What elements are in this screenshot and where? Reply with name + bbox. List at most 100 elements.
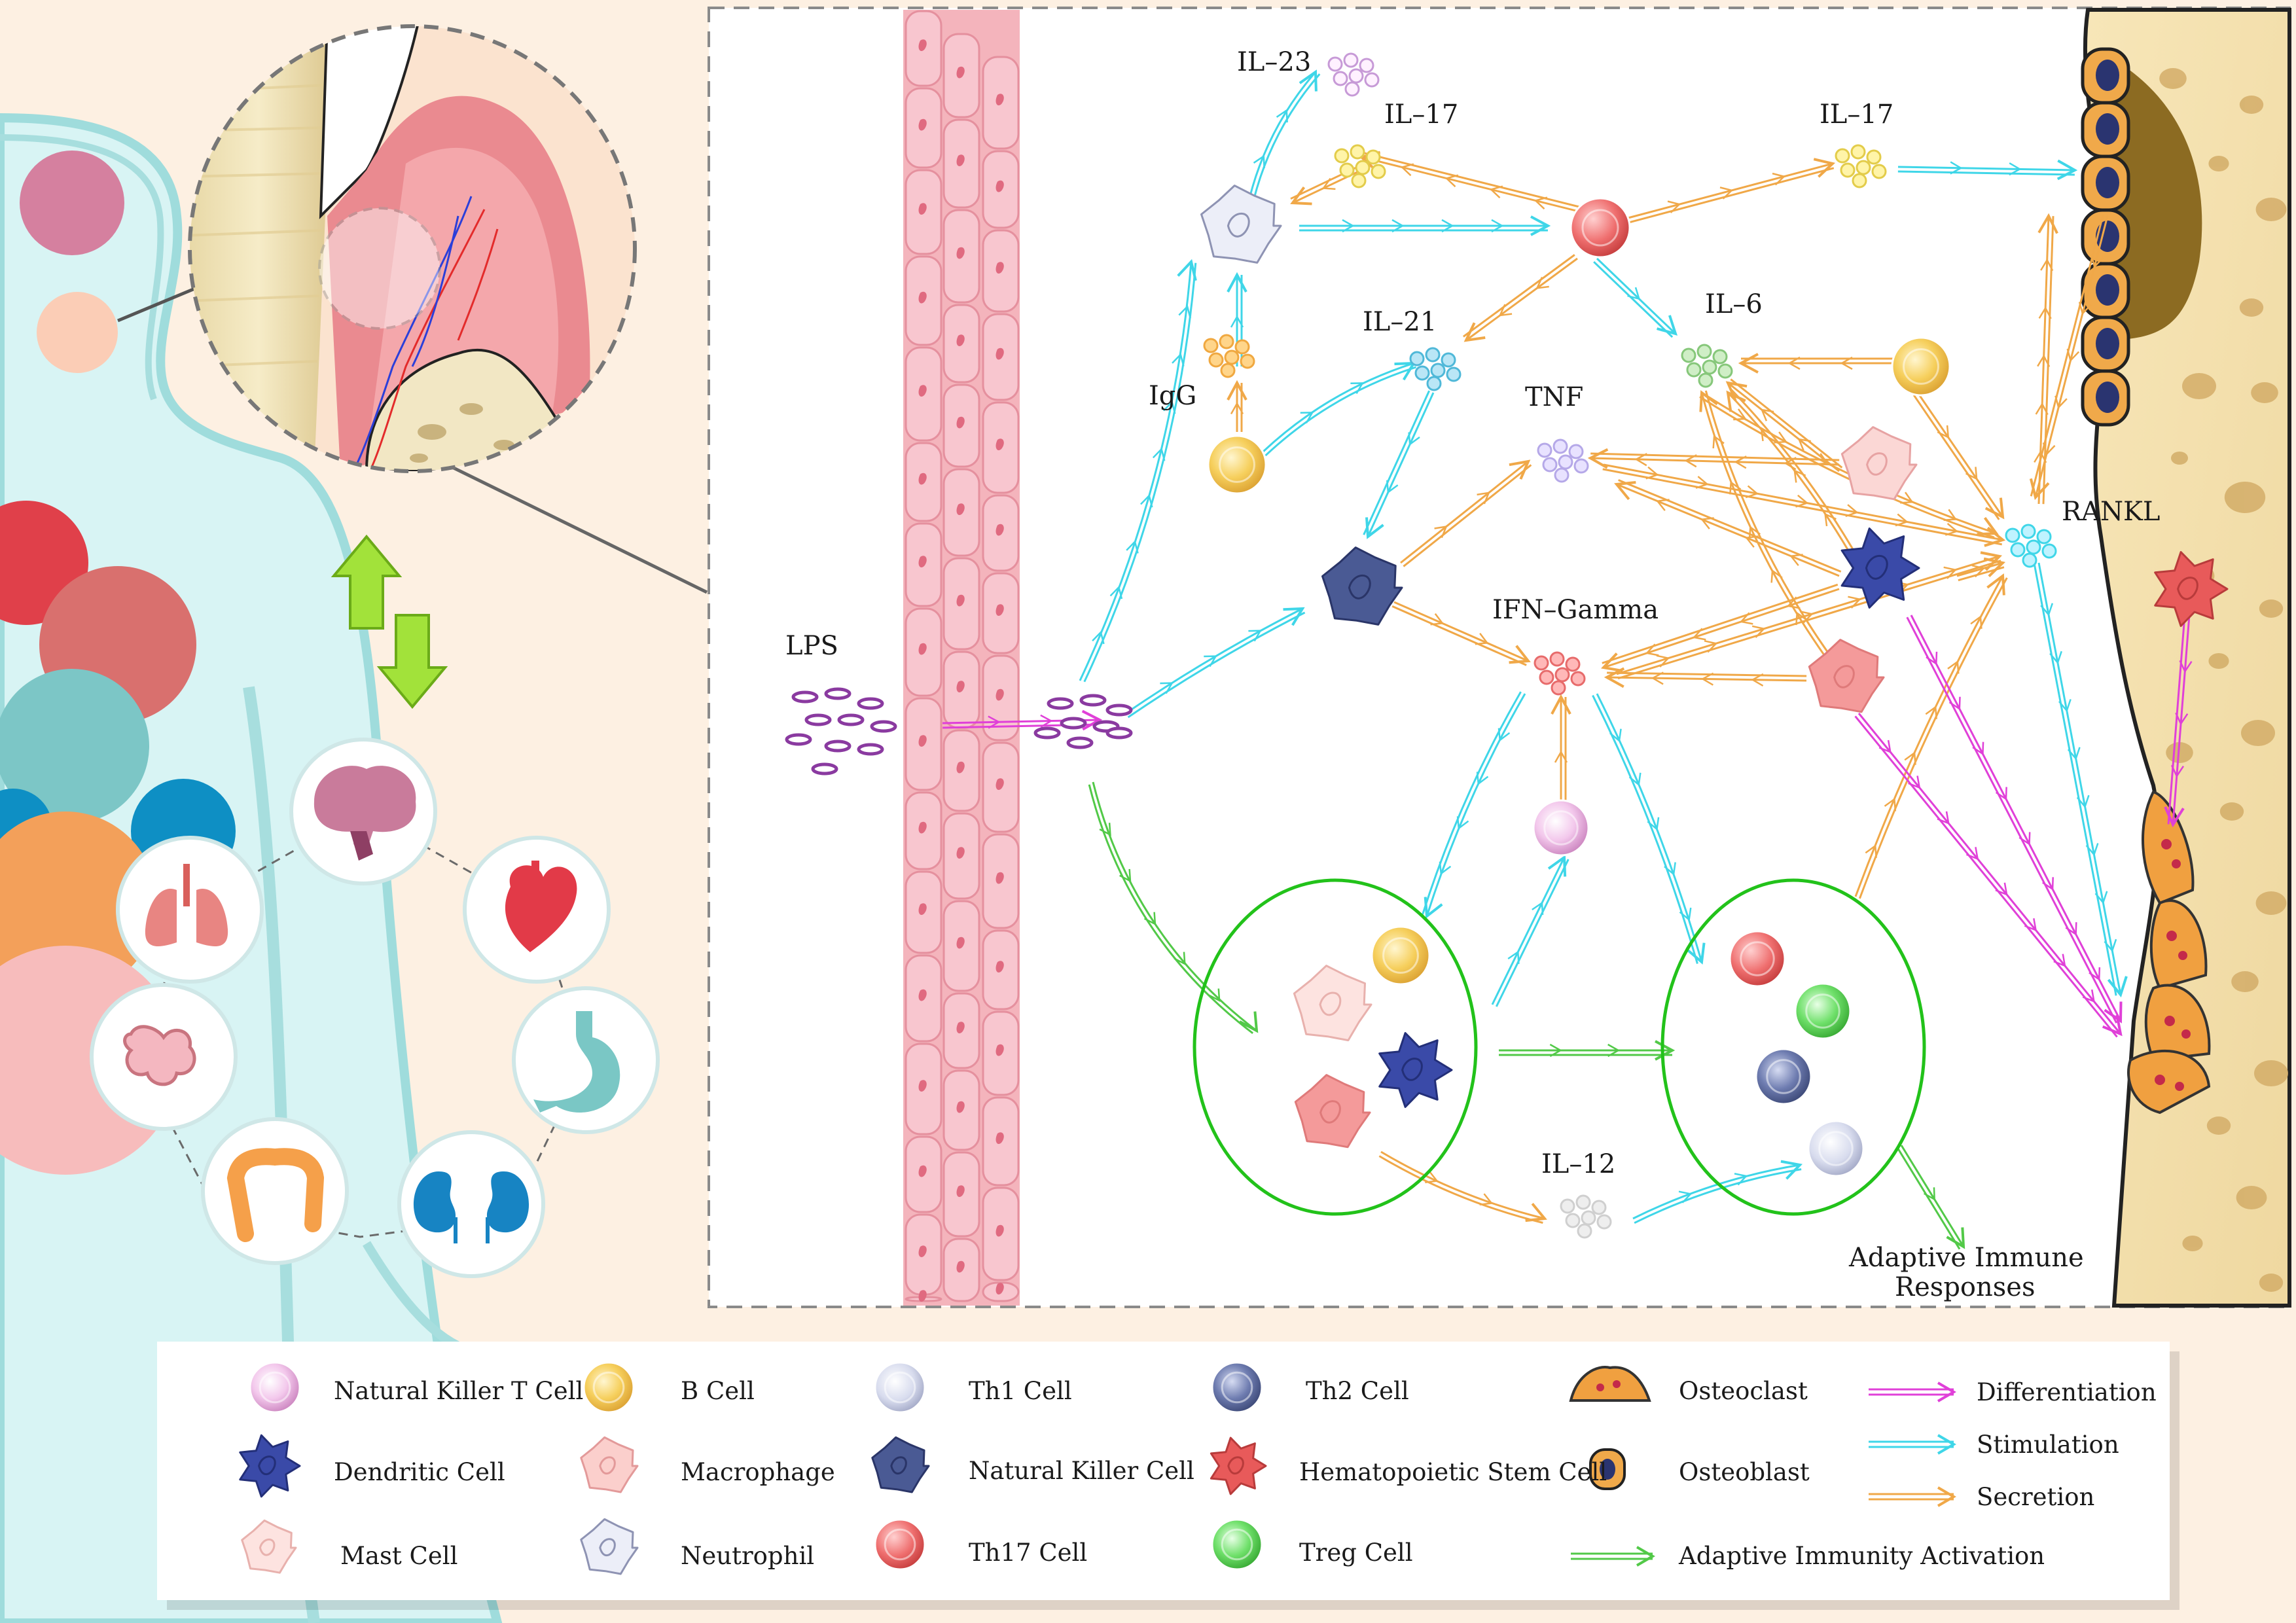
arrow-chevron (1554, 750, 1568, 763)
legend-th2: Th2 Cell (1306, 1377, 1409, 1405)
arrow-chevron (1253, 154, 1265, 169)
arrow-chevron (1719, 187, 1734, 200)
arrow-line (1391, 605, 1527, 666)
arrow-line (1727, 391, 1857, 563)
arrow-line (1897, 166, 2075, 171)
osteoblast-nucleus (2096, 113, 2119, 145)
arrow-chevron (1230, 401, 1244, 415)
arrow-dendritic-to-tnf (1614, 479, 1842, 577)
arrow-line (1596, 257, 1677, 335)
legend-treg: Treg Cell (1299, 1539, 1413, 1567)
bone-lacuna (2171, 452, 2188, 465)
mast-cell-innate (1293, 965, 1372, 1042)
arrow-line (1462, 254, 1575, 338)
arrow-bcell-to-rankl (1912, 392, 2005, 520)
cytokine-particle (1348, 68, 1364, 84)
arrow-head (1290, 186, 1312, 205)
epithelial-nucleus (918, 291, 927, 304)
arrow-head (1509, 459, 1531, 480)
arrow-line (1426, 693, 1526, 917)
epithelial-nucleus (996, 1132, 1004, 1145)
cytokine-particle (1698, 372, 1713, 388)
epithelial-nucleus (918, 821, 927, 834)
arrow-chevron (1476, 772, 1489, 785)
arrow-chevron (1204, 655, 1217, 668)
epithelial-nucleus (996, 778, 1004, 791)
arrow-bcell-to-il6 (1738, 353, 1898, 374)
arrow-chevron (1900, 491, 1914, 504)
epithelial-nucleus (996, 438, 1004, 451)
legend-icons (239, 1361, 1956, 1575)
arrow-line (1730, 378, 1843, 469)
bone-lacuna (2159, 68, 2187, 89)
epithelial-nucleus (956, 681, 965, 693)
arrow-line (1958, 566, 2005, 582)
epithelial-nucleus (956, 594, 965, 607)
arrow-chevron (2042, 442, 2056, 456)
osteoblast-nucleus (2096, 382, 2119, 413)
legend-stimulation: Stimulation (1977, 1431, 2119, 1459)
arrow-chevron (1300, 412, 1314, 423)
legend-th1: Th1 Cell (969, 1377, 1072, 1405)
legend-osteoblast-nucleus (1600, 1459, 1615, 1480)
cytokine-particle (1558, 454, 1573, 470)
arrow-line (1125, 607, 1303, 715)
arrow-chevron (2040, 258, 2054, 272)
arrow-chevron (1965, 467, 1978, 480)
cytokine-particle (1441, 352, 1456, 368)
macrophage-right-body (1808, 639, 1885, 713)
macrophage-right (1808, 639, 1885, 713)
arrow-chevron (2024, 918, 2037, 932)
arrow-ifn-to-adaptive (1592, 693, 1706, 965)
arrow-hsc-to-il6 (1699, 390, 1831, 658)
osteoblast-nucleus (2096, 60, 2119, 91)
label-rankl: RANKL (2062, 497, 2160, 527)
arrow-bcell-to-igg (1227, 380, 1247, 433)
arrow-head (1177, 259, 1197, 281)
arrow-chevron (1549, 1043, 1562, 1058)
arrow-bcell-to-il21 (1262, 361, 1417, 457)
arrow-line (1249, 73, 1321, 212)
dendritic-cell-right-body (1840, 527, 1920, 609)
cytokine-particle (1371, 164, 1386, 179)
arrow-chevron (2104, 938, 2117, 953)
arrow-th17-to-il17-right (1623, 158, 1836, 225)
arrow-chevron (1815, 453, 1829, 465)
epithelial-nucleus (918, 385, 927, 397)
mast-cell-right-nucleus (1866, 452, 1888, 476)
hsc-cell-right-nucleus (2177, 577, 2198, 600)
epithelial-nucleus (996, 262, 1004, 274)
lps-particle (857, 743, 884, 756)
cytokine-tnf (1537, 438, 1589, 483)
nk-cell-body (1321, 546, 1403, 626)
arrow-line (1590, 452, 1840, 461)
dendritic-cell-innate (1378, 1032, 1453, 1108)
arrow-head (1587, 448, 1609, 469)
legend-th17: Th17 Cell (969, 1539, 1087, 1567)
arrow-head (1547, 855, 1567, 877)
legend-osteoclast-nucleus (1596, 1383, 1604, 1391)
arrow-chevron (1172, 353, 1185, 366)
cytokine-particle (1333, 71, 1348, 86)
neutrophil-cell-nucleus (1227, 212, 1250, 238)
lps-particle (791, 690, 819, 704)
epithelial-nucleus (918, 1245, 927, 1258)
osteoblast-nucleus (2096, 167, 2119, 198)
th17-cell (1570, 197, 1631, 259)
cytokine-particle (1696, 344, 1712, 359)
cytokine-particle (1203, 338, 1219, 353)
macrophage-innate (1294, 1074, 1371, 1149)
bone-lacuna (2255, 198, 2287, 221)
legend-hsc: Hematopoietic Stem Cell (1299, 1458, 1607, 1486)
legend-treg-icon (1211, 1518, 1263, 1571)
legend-dendritic: Dendritic Cell (334, 1458, 505, 1486)
cytokine-particle (2020, 524, 2036, 539)
cytokine-particle (1359, 58, 1374, 73)
osteoclast-stack (2127, 790, 2211, 1115)
legend-labels: Natural Killer T Cell Dendritic Cell Mas… (334, 1377, 2157, 1570)
cytokine-particle (1554, 467, 1570, 483)
arrow-chevron (2037, 354, 2051, 367)
arrow-line (1624, 167, 1835, 225)
th2-adaptive-body (1755, 1048, 1812, 1105)
cytokine-particle (1871, 164, 1887, 179)
